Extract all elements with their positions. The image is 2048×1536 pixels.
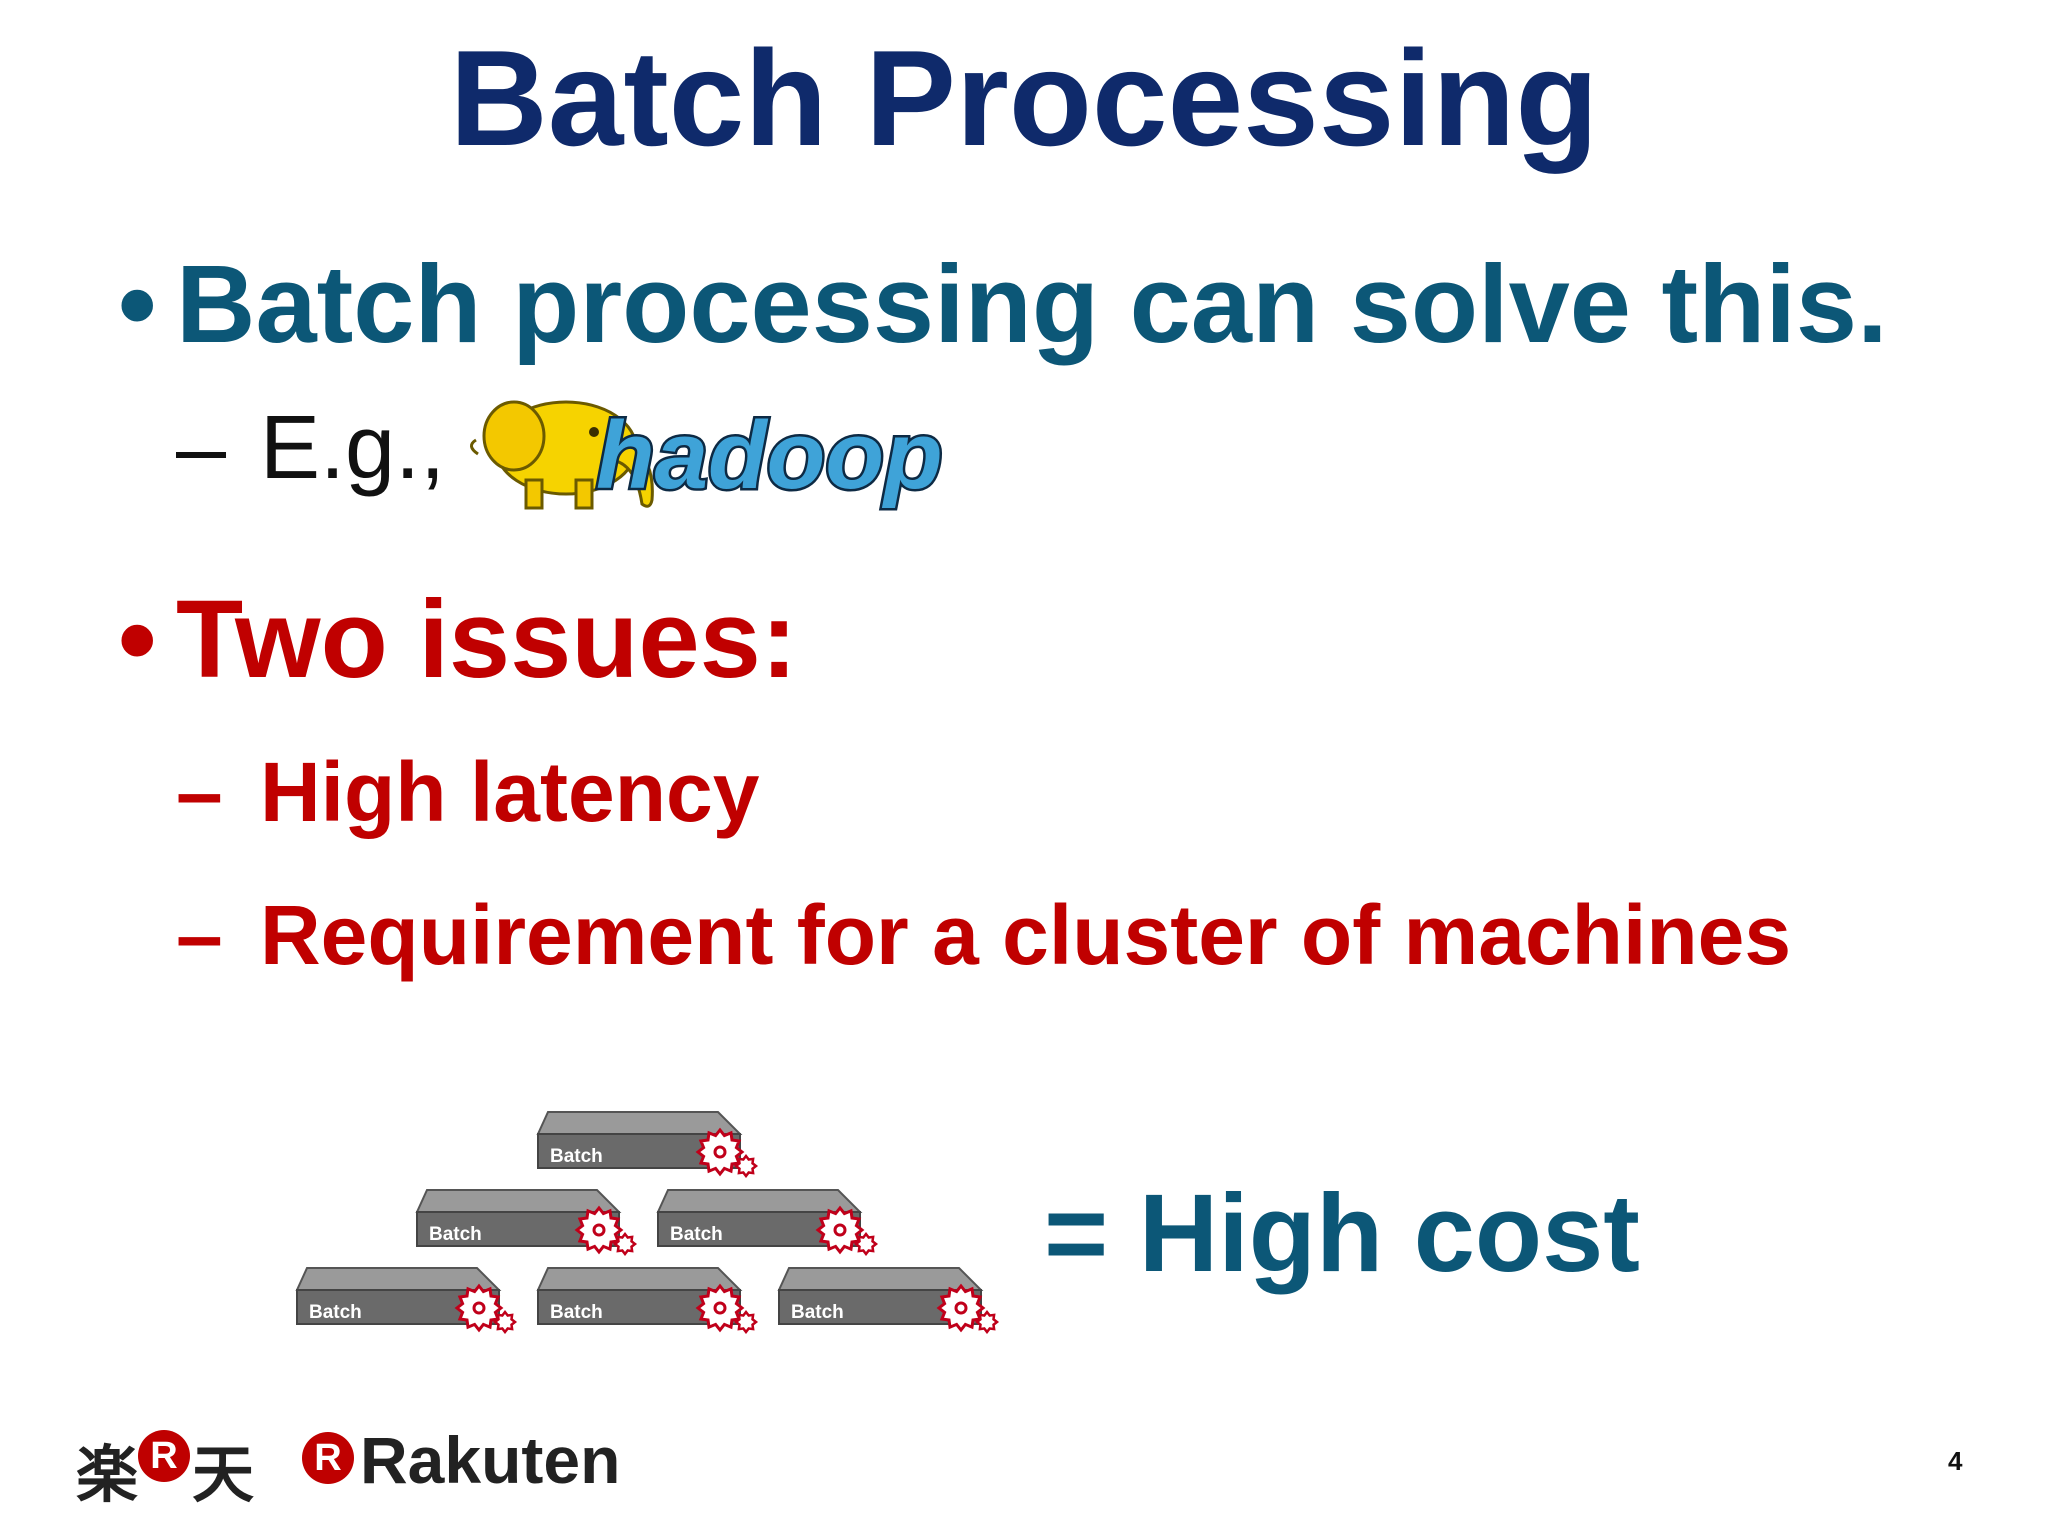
small-gear-icon <box>492 1309 518 1334</box>
rakuten-wordmark-logo: R Rakuten <box>302 1422 672 1497</box>
batch-server: Batch <box>293 1264 518 1334</box>
issue-text: Requirement for a cluster of machines <box>260 888 1792 982</box>
server-label: Batch <box>550 1302 603 1323</box>
dash-marker: – <box>176 745 223 839</box>
hadoop-wordmark: hadoop <box>596 402 943 509</box>
batch-server: Batch <box>534 1264 759 1334</box>
sub-bullet-example: –E.g., <box>176 403 445 493</box>
batch-server: Batch <box>775 1264 1000 1334</box>
gear-icon <box>815 1205 865 1255</box>
sub-bullet-cluster: –Requirement for a cluster of machines <box>176 893 1791 977</box>
elephant-icon <box>470 400 654 510</box>
server-drawing <box>295 1267 518 1334</box>
batch-server: Batch <box>534 1108 759 1178</box>
gear-icon <box>695 1283 745 1333</box>
bullet-text: Two issues: <box>176 578 798 701</box>
r-circle-icon: R <box>302 1432 354 1484</box>
gear-icon <box>936 1283 986 1333</box>
rakuten-name: Rakuten <box>360 1423 621 1497</box>
bullet-marker: • <box>118 578 157 701</box>
server-drawing <box>777 1267 1000 1334</box>
kanji-raku: 楽 <box>76 1438 139 1511</box>
bullet-batch-solves: •Batch processing can solve this. <box>118 250 1888 360</box>
server-label: Batch <box>670 1224 723 1245</box>
dash-marker: – <box>176 398 227 498</box>
server-label: Batch <box>791 1302 844 1323</box>
hadoop-logo: hadoop <box>470 400 945 512</box>
r-circle-icon: R <box>138 1430 190 1482</box>
small-gear-icon <box>612 1231 638 1256</box>
bullet-text: Batch processing can solve this. <box>176 243 1888 366</box>
bullet-marker: • <box>118 243 157 366</box>
gear-icon <box>695 1127 745 1177</box>
bullet-two-issues: •Two issues: <box>118 585 797 695</box>
server-drawing <box>415 1189 638 1256</box>
small-gear-icon <box>733 1309 759 1334</box>
small-gear-icon <box>974 1309 1000 1334</box>
server-drawing <box>536 1267 759 1334</box>
sub-bullet-latency: –High latency <box>176 750 759 834</box>
example-text: E.g., <box>260 398 446 498</box>
kanji-ten: 天 <box>192 1438 255 1511</box>
gear-icon <box>574 1205 624 1255</box>
gear-icon <box>454 1283 504 1333</box>
small-gear-icon <box>733 1153 759 1178</box>
server-label: Batch <box>429 1224 482 1245</box>
server-drawing <box>536 1111 759 1178</box>
issue-text: High latency <box>260 745 760 839</box>
slide-title: Batch Processing <box>449 22 1599 174</box>
batch-server: Batch <box>413 1186 638 1256</box>
server-label: Batch <box>550 1146 603 1167</box>
batch-server: Batch <box>654 1186 879 1256</box>
server-label: Batch <box>309 1302 362 1323</box>
rakuten-kanji-logo: 楽 R 天 <box>76 1422 256 1511</box>
server-drawing <box>656 1189 879 1256</box>
page-number: 4 <box>1948 1446 1963 1476</box>
dash-marker: – <box>176 888 223 982</box>
high-cost-label: = High cost <box>1044 1172 1640 1295</box>
small-gear-icon <box>853 1231 879 1256</box>
